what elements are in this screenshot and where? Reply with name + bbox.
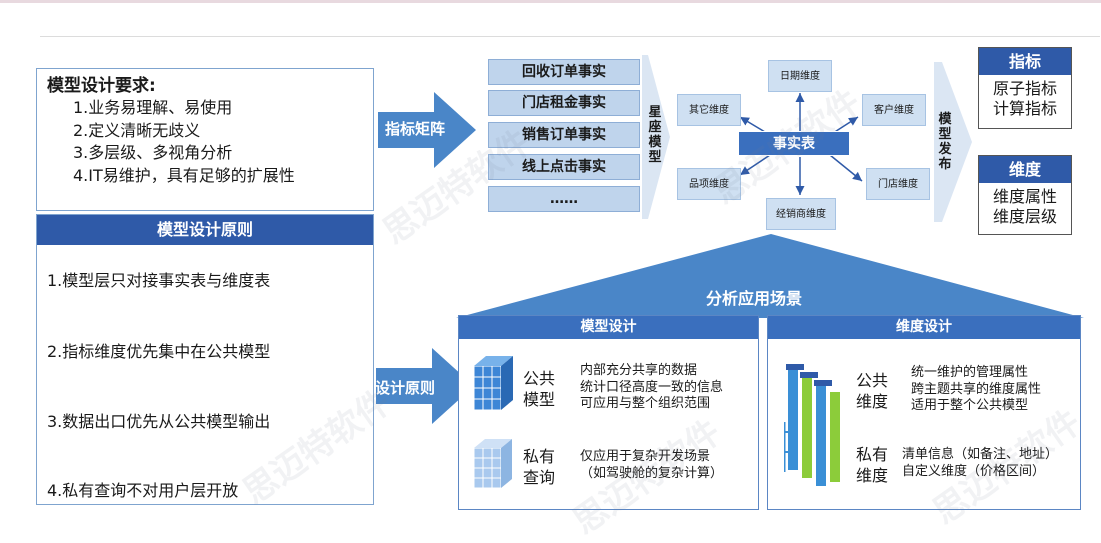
dimension-hierarchy-icon: [784, 364, 840, 486]
dim-dealer: 经销商维度: [766, 198, 836, 230]
principle-item: 4.私有查询不对用户层开放: [47, 481, 239, 500]
model-publish-chevron: [934, 62, 972, 222]
top-accent-line: [0, 0, 1101, 3]
requirements-title: 模型设计要求:: [47, 76, 156, 96]
fact-online-click: 线上点击事实: [488, 154, 640, 180]
private-dimension-desc: 清单信息（如备注、地址） 自定义维度（价格区间）: [902, 447, 1059, 479]
metrics-box: 指标 原子指标 计算指标: [978, 47, 1072, 129]
design-principles-box: 模型设计原则 1.模型层只对接事实表与维度表 2.指标维度优先集中在公共模型 3…: [36, 214, 374, 505]
model-publish-label: 模型发布: [938, 112, 952, 172]
principle-item: 3.数据出口优先从公共模型输出: [47, 412, 271, 431]
dim-date: 日期维度: [768, 60, 832, 92]
dimension-item: 维度属性: [992, 187, 1057, 206]
dim-other: 其它维度: [677, 94, 741, 126]
public-model-label: 公共 模型: [523, 369, 556, 409]
principle-item: 2.指标维度优先集中在公共模型: [47, 342, 271, 361]
fact-recycle-order: 回收订单事实: [488, 59, 640, 85]
scene-roof: [456, 234, 1084, 318]
dimension-design-title: 维度设计: [768, 316, 1080, 339]
dim-customer: 客户维度: [862, 94, 926, 126]
fact-table-center: 事实表: [738, 131, 850, 156]
fact-store-rent: 门店租金事实: [488, 90, 640, 116]
metrics-title: 指标: [979, 48, 1071, 75]
fact-more: ……: [488, 186, 640, 212]
private-dimension-label: 私有 维度: [856, 445, 889, 485]
private-query-label: 私有 查询: [523, 447, 556, 487]
fact-sales-order: 销售订单事实: [488, 122, 640, 148]
requirement-item: 2.定义清晰无歧义: [73, 120, 201, 140]
dimension-title: 维度: [979, 156, 1071, 183]
public-dimension-desc: 统一维护的管理属性 跨主题共享的维度属性 适用于整个公共模型: [911, 365, 1042, 413]
star-model-chevron: [642, 55, 670, 219]
design-principles-label: 设计原则: [375, 379, 436, 397]
requirement-item: 1.业务易理解、易使用: [73, 98, 233, 117]
private-query-cube-icon: [473, 439, 512, 489]
requirement-item: 3.多层级、多视角分析: [73, 143, 233, 162]
public-model-cube-icon: [473, 356, 513, 411]
design-principles-arrow: [376, 348, 474, 424]
scene-title: 分析应用场景: [706, 289, 803, 308]
metric-matrix-label: 指标矩阵: [385, 120, 446, 138]
principle-item: 1.模型层只对接事实表与维度表: [47, 271, 271, 290]
requirement-item: 4.IT易维护，具有足够的扩展性: [73, 165, 295, 185]
header-separator: [40, 36, 1100, 37]
model-design-title: 模型设计: [459, 316, 758, 339]
metric-item: 原子指标: [992, 79, 1057, 98]
dimension-item: 维度层级: [992, 207, 1057, 226]
dim-item: 品项维度: [677, 168, 741, 200]
metric-matrix-arrow: [378, 92, 476, 168]
public-model-desc: 内部充分共享的数据 统计口径高度一致的信息 可应用与整个组织范围: [580, 363, 724, 411]
public-dimension-label: 公共 维度: [856, 371, 889, 411]
dim-store: 门店维度: [866, 168, 930, 200]
principles-title: 模型设计原则: [37, 215, 373, 245]
dimension-box: 维度 维度属性 维度层级: [978, 155, 1072, 235]
metric-item: 计算指标: [992, 99, 1057, 118]
private-query-desc: 仅应用于复杂开发场景 （如驾驶舱的复杂计算）: [580, 449, 724, 481]
design-requirements-box: 模型设计要求: 1.业务易理解、易使用 2.定义清晰无歧义 3.多层级、多视角分…: [36, 68, 374, 211]
star-model-label: 星座模型: [648, 105, 662, 165]
